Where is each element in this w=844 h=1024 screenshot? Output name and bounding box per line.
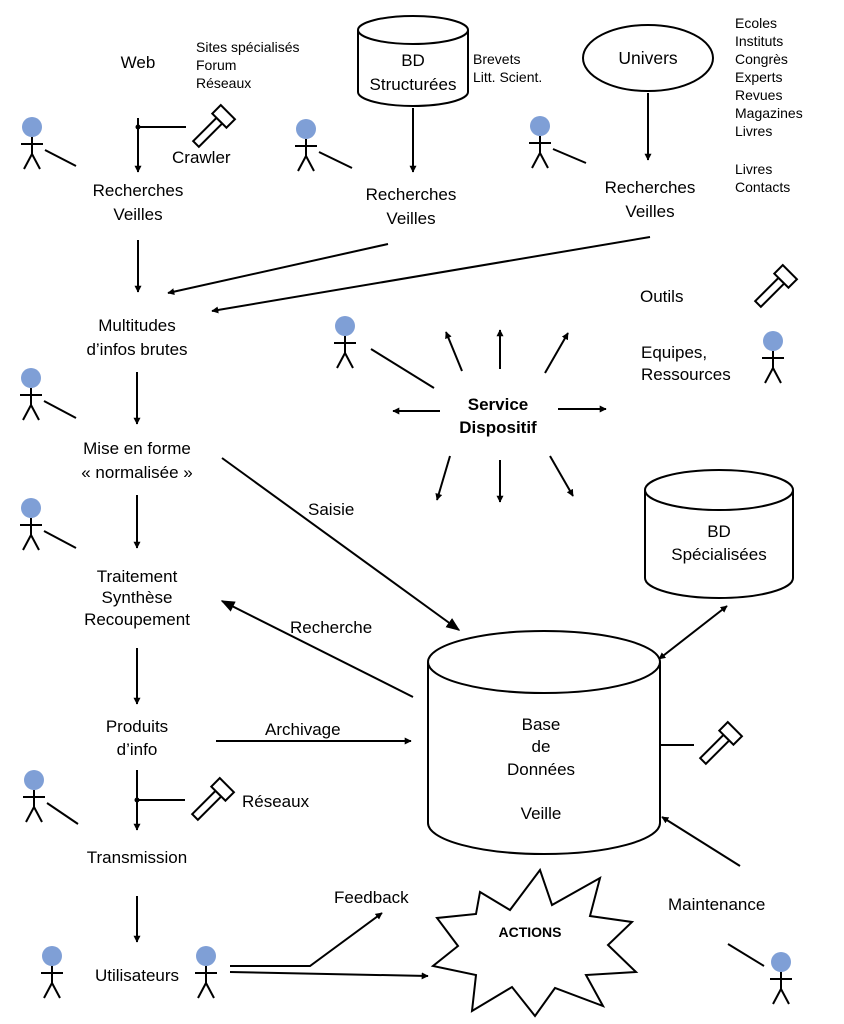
univers-note-2: Instituts (735, 33, 783, 49)
service-rays (392, 329, 607, 503)
univers-label: Univers (618, 48, 678, 68)
mise-en-forme-line-2: « normalisée » (81, 463, 193, 482)
bd-structurees-label-1: BD (401, 51, 425, 70)
person-icon (20, 116, 44, 170)
traitement-line-1: Traitement (97, 567, 178, 586)
web-label: Web (121, 53, 156, 72)
recherches-1-line-1: Recherches (93, 181, 184, 200)
person-icon (22, 769, 46, 823)
bd-note-2: Litt. Scient. (473, 69, 542, 85)
recherches-1-line-2: Veilles (113, 205, 162, 224)
base-line-5: Veille (521, 804, 562, 823)
feedback-label: Feedback (334, 888, 409, 907)
base-line-1: Base (522, 715, 561, 734)
univers-notes: Ecoles Instituts Congrès Experts Revues … (735, 15, 803, 195)
univers-note-9: Livres (735, 161, 772, 177)
recherches-2-line-2: Veilles (386, 209, 435, 228)
person-icon (40, 945, 64, 999)
recherches-3-line-2: Veilles (625, 202, 674, 221)
person-icon (769, 951, 793, 1005)
web-note-3: Réseaux (196, 75, 251, 91)
univers-note-6: Magazines (735, 105, 803, 121)
produits-line-2: d’info (117, 740, 158, 759)
univers-note-10: Contacts (735, 179, 790, 195)
reseaux-label: Réseaux (242, 792, 310, 811)
univers-note-5: Revues (735, 87, 782, 103)
saisie-label: Saisie (308, 500, 354, 519)
maintenance-label: Maintenance (668, 895, 765, 914)
equipes-line-2: Ressources (641, 365, 731, 384)
equipes-line-1: Equipes, (641, 343, 707, 362)
person-icon (333, 315, 357, 369)
person-icon (294, 118, 318, 172)
bd-specialisees-cylinder (644, 469, 794, 599)
actions-starburst (430, 867, 639, 1018)
base-line-3: Données (507, 760, 575, 779)
crawler-wrench-icon (187, 104, 236, 153)
univers-ellipse (582, 24, 714, 92)
transmission-label: Transmission (87, 848, 187, 867)
service-title-2: Dispositif (459, 418, 537, 437)
bd-structurees-cylinder (357, 15, 469, 107)
outils-label: Outils (640, 287, 683, 306)
base-donnees-veille-cylinder (427, 630, 661, 855)
archivage-label: Archivage (265, 720, 341, 739)
produits-line-1: Produits (106, 717, 168, 736)
univers-note-1: Ecoles (735, 15, 777, 31)
recherches-3-line-1: Recherches (605, 178, 696, 197)
univers-note-4: Experts (735, 69, 782, 85)
person-icon (19, 497, 43, 551)
web-note-1: Sites spécialisés (196, 39, 300, 55)
web-note-2: Forum (196, 57, 236, 73)
person-icon (761, 330, 785, 384)
person-icon (528, 115, 552, 169)
bd-specialisees-line-1: BD (707, 522, 731, 541)
bd-note-1: Brevets (473, 51, 520, 67)
person-icon (194, 945, 218, 999)
reseaux-wrench-icon (186, 777, 235, 826)
utilisateurs-label: Utilisateurs (95, 966, 179, 985)
traitement-line-2: Synthèse (102, 588, 173, 607)
univers-note-3: Congrès (735, 51, 788, 67)
multitudes-line-1: Multitudes (98, 316, 175, 335)
bd-specialisees-line-2: Spécialisées (671, 545, 766, 564)
univers-note-7: Livres (735, 123, 772, 139)
bd-structurees-label-2: Structurées (370, 75, 457, 94)
traitement-line-3: Recoupement (84, 610, 190, 629)
recherches-2-line-1: Recherches (366, 185, 457, 204)
service-title-1: Service (468, 395, 529, 414)
outils-wrench-icon (749, 264, 798, 313)
mise-en-forme-line-1: Mise en forme (83, 439, 191, 458)
actions-label: ACTIONS (499, 924, 562, 940)
base-line-2: de (532, 737, 551, 756)
multitudes-line-2: d’infos brutes (86, 340, 187, 359)
base-wrench-icon (694, 721, 743, 770)
person-icon (19, 367, 43, 421)
crawler-label: Crawler (172, 148, 231, 167)
recherche-label: Recherche (290, 618, 372, 637)
